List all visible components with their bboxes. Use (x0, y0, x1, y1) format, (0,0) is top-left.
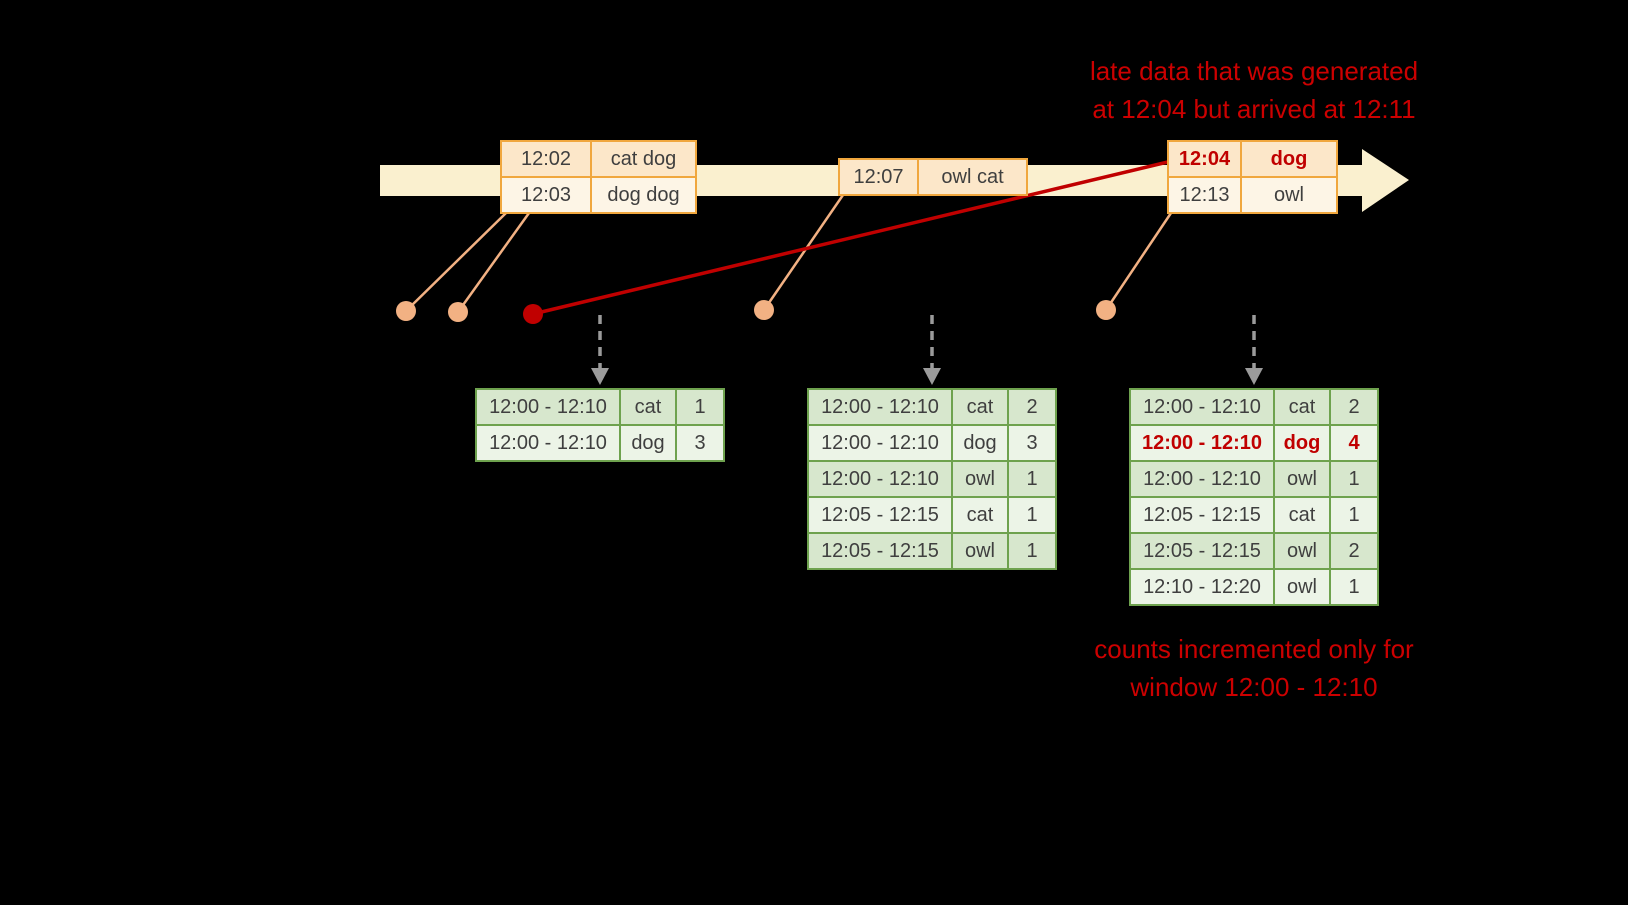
result-word-cell: cat (1275, 498, 1329, 532)
result-count-cell: 1 (1009, 498, 1055, 532)
result-count-cell: 2 (1331, 534, 1377, 568)
connector-line-4 (1104, 212, 1173, 311)
event-table-1: 12:02 cat dog 12:03 dog dog (500, 140, 697, 214)
result-word-cell: dog (953, 426, 1007, 460)
event-time-cell: 12:02 (502, 142, 590, 176)
annotation-late-data-line1: late data that was generated (1089, 56, 1419, 86)
late-event-time-cell: 12:04 (1169, 142, 1240, 176)
result-window-cell: 12:00 - 12:10 (1131, 462, 1273, 496)
result-table-3: 12:00 - 12:10 cat 2 12:00 - 12:10 dog 4 … (1129, 388, 1379, 606)
annotation-late-data: late data that was generated at 12:04 bu… (994, 52, 1514, 128)
event-table-3: 12:04 dog 12:13 owl (1167, 140, 1338, 214)
connector-line-2 (456, 212, 531, 313)
result-window-cell: 12:00 - 12:10 (809, 426, 951, 460)
result-count-cell: 3 (1009, 426, 1055, 460)
result-count-cell: 2 (1009, 390, 1055, 424)
annotation-counts-line2: window 12:00 - 12:10 (1130, 672, 1378, 702)
result-count-cell: 1 (1331, 570, 1377, 604)
annotation-late-data-line2: at 12:04 but arrived at 12:11 (1092, 94, 1416, 124)
result-word-cell: dog (621, 426, 675, 460)
event-dot-1 (396, 301, 416, 321)
result-table-2: 12:00 - 12:10 cat 2 12:00 - 12:10 dog 3 … (807, 388, 1057, 570)
result-word-cell: owl (1275, 462, 1329, 496)
result-word-cell: cat (1275, 390, 1329, 424)
result-window-cell: 12:05 - 12:15 (1131, 498, 1273, 532)
event-table-2: 12:07 owl cat (838, 158, 1028, 196)
result-word-cell: owl (953, 462, 1007, 496)
result-count-cell: 2 (1331, 390, 1377, 424)
result-window-cell: 12:00 - 12:10 (809, 390, 951, 424)
result-word-cell: cat (621, 390, 675, 424)
result-word-cell: cat (953, 498, 1007, 532)
annotation-counts-line1: counts incremented only for (1094, 634, 1414, 664)
result-word-cell: owl (1275, 534, 1329, 568)
event-time-cell: 12:07 (840, 160, 917, 194)
event-time-cell: 12:13 (1169, 178, 1240, 212)
annotation-counts-incremented: counts incremented only for window 12:00… (994, 630, 1514, 706)
event-words-cell: owl cat (919, 160, 1026, 194)
late-result-word-cell: dog (1275, 426, 1329, 460)
result-count-cell: 1 (1009, 462, 1055, 496)
late-event-dot (523, 304, 543, 324)
result-window-cell: 12:00 - 12:10 (477, 390, 619, 424)
late-result-window-cell: 12:00 - 12:10 (1131, 426, 1273, 460)
result-window-cell: 12:05 - 12:15 (809, 534, 951, 568)
event-words-cell: dog dog (592, 178, 695, 212)
event-time-cell: 12:03 (502, 178, 590, 212)
late-result-count-cell: 4 (1331, 426, 1377, 460)
trigger-arrow-icon-3 (1245, 315, 1263, 385)
event-dot-4 (1096, 300, 1116, 320)
result-window-cell: 12:00 - 12:10 (477, 426, 619, 460)
result-count-cell: 1 (677, 390, 723, 424)
result-window-cell: 12:05 - 12:15 (809, 498, 951, 532)
result-count-cell: 1 (1009, 534, 1055, 568)
trigger-arrow-icon-2 (923, 315, 941, 385)
trigger-arrow-icon-1 (591, 315, 609, 385)
result-window-cell: 12:00 - 12:10 (809, 462, 951, 496)
result-count-cell: 1 (1331, 498, 1377, 532)
event-words-cell: cat dog (592, 142, 695, 176)
result-count-cell: 3 (677, 426, 723, 460)
connector-line-3 (762, 194, 845, 311)
result-word-cell: cat (953, 390, 1007, 424)
result-table-1: 12:00 - 12:10 cat 1 12:00 - 12:10 dog 3 (475, 388, 725, 462)
result-word-cell: owl (953, 534, 1007, 568)
late-event-words-cell: dog (1242, 142, 1336, 176)
result-window-cell: 12:10 - 12:20 (1131, 570, 1273, 604)
result-word-cell: owl (1275, 570, 1329, 604)
event-dot-3 (754, 300, 774, 320)
event-dot-2 (448, 302, 468, 322)
event-words-cell: owl (1242, 178, 1336, 212)
result-window-cell: 12:00 - 12:10 (1131, 390, 1273, 424)
result-window-cell: 12:05 - 12:15 (1131, 534, 1273, 568)
result-count-cell: 1 (1331, 462, 1377, 496)
late-data-line (532, 158, 1177, 316)
connector-line-1 (405, 212, 507, 312)
